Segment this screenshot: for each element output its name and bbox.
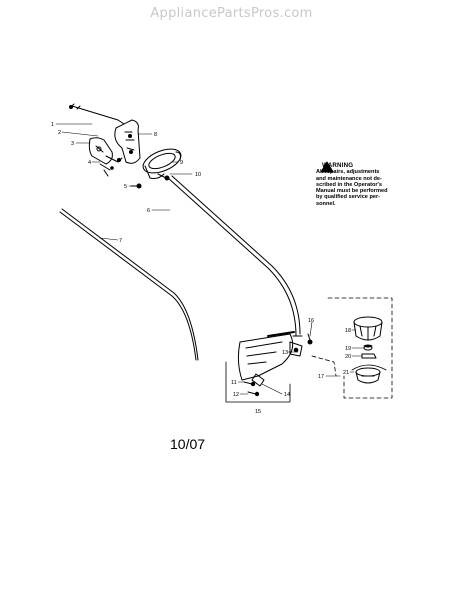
screw-16 — [307, 333, 313, 345]
callout-20: 20 — [345, 354, 351, 360]
warning-line-5: by qualified service per- — [316, 194, 381, 201]
throttle-trigger — [99, 155, 123, 177]
callout-3: 3 — [71, 141, 74, 147]
throttle-cable — [69, 103, 125, 125]
callout-8: 8 — [154, 132, 157, 138]
callout-4: 4 — [88, 160, 91, 166]
flex-shaft — [59, 208, 199, 361]
warning-line-6: sonnel. — [316, 200, 336, 207]
warning-triangle — [320, 161, 334, 173]
callout-12: 12 — [233, 392, 239, 398]
spool-knob — [353, 316, 383, 341]
warning-line-4: Manual must be performed — [316, 188, 388, 195]
deflector-shield — [237, 331, 295, 381]
warning-line-1: All repairs, adjustments — [316, 169, 380, 176]
leader-lines — [55, 123, 365, 395]
engine-clamp — [142, 148, 182, 179]
clamp-bolt — [157, 173, 170, 181]
handle-half — [88, 137, 113, 165]
callout-2: 2 — [58, 130, 61, 136]
screws-11-12 — [243, 381, 260, 397]
callout-7: 7 — [119, 238, 122, 244]
callout-17: 17 — [318, 374, 324, 380]
handle-housing — [114, 119, 141, 164]
callout-10: 10 — [195, 172, 201, 178]
callout-18: 18 — [345, 328, 351, 334]
drive-shaft-housing — [167, 175, 303, 337]
warning-title: WARNING — [322, 162, 354, 169]
nut — [361, 353, 377, 359]
watermark: AppliancePartsPros.com — [150, 6, 313, 21]
warning-line-3: scribed in the Operator's — [316, 181, 382, 188]
callout-16: 16 — [308, 318, 314, 324]
line-limiter-blade — [251, 373, 265, 387]
warning-line-2: and maintenance not de- — [316, 175, 382, 182]
callout-6: 6 — [147, 208, 150, 214]
warning-note: WARNING All repairs, adjustments and mai… — [316, 162, 398, 207]
callout-21: 21 — [343, 370, 349, 376]
screw — [130, 183, 142, 189]
callout-14: 14 — [284, 392, 290, 398]
callout-1: 1 — [51, 122, 54, 128]
callout-5: 5 — [124, 184, 127, 190]
spool — [351, 364, 387, 384]
callout-15: 15 — [255, 409, 261, 415]
callout-13: 13 — [282, 350, 288, 356]
callout-19: 19 — [345, 346, 351, 352]
date-code: 10/07 — [170, 436, 206, 452]
spring — [363, 344, 373, 351]
warning-header: WARNING — [322, 162, 398, 169]
callout-11: 11 — [231, 380, 237, 386]
callout-9: 9 — [180, 160, 183, 166]
